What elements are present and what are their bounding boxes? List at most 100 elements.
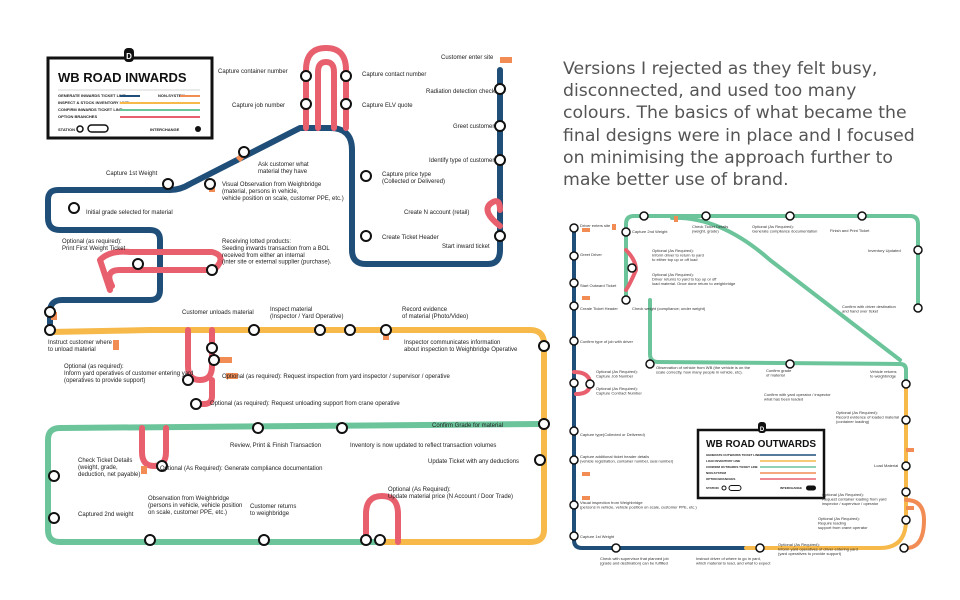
out-label-capture-1st: Capture 1st Weight bbox=[580, 534, 615, 539]
label-capture-job: Capture job number bbox=[232, 103, 285, 109]
label-greet: Greet customer bbox=[453, 124, 494, 130]
inwards-legend-generate: GENERATE INWARDS TICKET LINE bbox=[58, 93, 126, 98]
outwards-legend-card: D WB ROAD OUTWARDS GENERATE OUTWARDS TIC… bbox=[696, 422, 826, 500]
inwards-pink-branch-price bbox=[363, 493, 401, 545]
inwards-stations bbox=[44, 70, 550, 546]
interchange-icon bbox=[195, 126, 201, 132]
label-optional-compliance: Optional (As Required): Generate complia… bbox=[160, 466, 322, 472]
svg-text:D: D bbox=[126, 52, 132, 61]
out-label-capture-additional: Capture additional ticket header details… bbox=[580, 454, 674, 464]
label-capture-elv: Capture ELV quote bbox=[362, 103, 413, 109]
inwards-pink-branch-inspect bbox=[185, 327, 215, 407]
label-check-ticket: Check Ticket Details(weight, grade,deduc… bbox=[78, 458, 140, 478]
inwards-map bbox=[44, 45, 550, 546]
outwards-legend-nonsystem: NON-SYSTEM bbox=[706, 471, 727, 475]
outwards-legend-station: STATION bbox=[706, 486, 719, 490]
label-captured-2nd: Captured 2nd weight bbox=[78, 512, 134, 518]
label-visual-obs: Visual Observation from Weighbridge(mate… bbox=[222, 182, 344, 202]
outwards-legend-interchange: INTERCHANGE bbox=[780, 486, 802, 490]
label-create-n-account: Create N account (retail) bbox=[404, 210, 469, 216]
label-capture-container: Capture container number bbox=[218, 69, 288, 75]
outwards-labels: Driver enters site Greet Driver Start Ou… bbox=[580, 223, 901, 566]
label-optional-unload: Optional (as required): Request unloadin… bbox=[210, 401, 400, 407]
label-optional-inform: Optional (as required):Inform yard opera… bbox=[64, 364, 193, 384]
inwards-legend-confirm: CONFIRM INWARDS TICKET LINE bbox=[58, 107, 123, 112]
inwards-pink-loop-left bbox=[97, 248, 224, 293]
out-label-greet-driver: Greet Driver bbox=[580, 252, 602, 257]
out-label-finish-print: Finish and Print Ticket bbox=[830, 228, 870, 233]
svg-text:D: D bbox=[760, 427, 765, 433]
outwards-legend-option: OPTION BRANCHES bbox=[706, 477, 735, 481]
outwards-orange-loop bbox=[904, 498, 926, 550]
label-start-inward: Start inward ticket bbox=[442, 244, 490, 250]
label-capture-contact: Capture contact number bbox=[362, 72, 426, 78]
station-icon bbox=[76, 125, 84, 133]
label-create-ticket-header: Create Ticket Header bbox=[382, 235, 439, 241]
label-update-ticket: Update Ticket with any deductions bbox=[428, 459, 519, 465]
out-label-optional-inform: Optional (As Required):Inform driver to … bbox=[652, 248, 704, 262]
inwards-labels: Capture container number Capture job num… bbox=[48, 55, 519, 518]
inwards-pink-branch-compliance bbox=[139, 425, 169, 469]
outwards-legend-load: LOAD INVENTORY LINE bbox=[706, 459, 740, 463]
label-initial-grade: Initial grade selected for material bbox=[86, 210, 173, 216]
out-label-optional-record: Optional (As Required):Record evidence o… bbox=[836, 410, 899, 424]
out-label-instruct-driver: Instruct driver of where to go in yard,w… bbox=[696, 556, 771, 566]
inwards-pink-loop-right bbox=[484, 198, 503, 229]
label-customer-enter-site: Customer enter site bbox=[441, 55, 494, 61]
out-label-obs-vehicle: Observation of vehicle from WB (the vehi… bbox=[656, 365, 751, 375]
outwards-green-lower bbox=[648, 298, 908, 386]
out-label-visual-inspection: Visual inspection from Weighbridge(perso… bbox=[580, 500, 697, 510]
label-customer-unloads: Customer unloads material bbox=[182, 310, 254, 316]
outwards-orange-stubs bbox=[582, 216, 914, 510]
station-icon bbox=[721, 485, 727, 491]
interchange-icon bbox=[806, 485, 816, 491]
d-logo-icon bbox=[758, 422, 766, 433]
out-label-check-supervisor: Check with supervisor that planned job(g… bbox=[600, 556, 669, 566]
inwards-legend-station: STATION bbox=[58, 127, 75, 132]
out-label-start-outward: Start Outward Ticket bbox=[580, 283, 617, 288]
label-review-print: Review, Print & Finish Transaction bbox=[230, 443, 321, 449]
outwards-map bbox=[569, 211, 926, 553]
inwards-legend-inspect: INSPECT & STOCK INVENTORY LINE bbox=[58, 100, 129, 105]
inwards-pink-loop-top-inner bbox=[315, 59, 337, 131]
inwards-legend-card: D WB ROAD INWARDS GENERATE INWARDS TICKE… bbox=[46, 48, 214, 140]
label-capture-price: Capture price type(Collected or Delivere… bbox=[382, 172, 445, 185]
inwards-legend-nonsystem: NON-SYSTEM bbox=[158, 93, 185, 98]
label-optional-update-price: Optional (As Required):Update material p… bbox=[388, 487, 513, 500]
inwards-legend-option: OPTION BRANCHES bbox=[58, 114, 97, 119]
out-label-request-loading: Optional (As Required):Request container… bbox=[822, 492, 886, 506]
out-label-inform-ops: Optional (As Required):Inform yard opera… bbox=[778, 542, 858, 556]
out-label-capture-type: Capture type(Collected or Delivered) bbox=[580, 432, 646, 437]
d-logo-icon bbox=[124, 48, 134, 62]
out-label-load-material: Load Material bbox=[874, 463, 898, 468]
inwards-green-line bbox=[45, 421, 543, 545]
out-label-check-ticket: Check Ticket Details(weight, grade) bbox=[692, 224, 728, 234]
outwards-legend-generate: GENERATE OUTWARDS TICKET LINE bbox=[706, 453, 760, 457]
out-label-confirm-job: Confirm type of job with driver bbox=[580, 339, 634, 344]
label-capture-1st: Capture 1st Weight bbox=[106, 171, 158, 177]
outwards-stations bbox=[569, 211, 923, 553]
out-label-check-weight: Check weight (compliance; under weight) bbox=[632, 306, 706, 311]
out-label-optional-job: Optional (As Required):Capture Job Numbe… bbox=[596, 369, 638, 379]
label-receiving-lotted: Receiving lotted products:Seeding inward… bbox=[222, 239, 332, 266]
label-radiation: Radiation detection check bbox=[426, 89, 496, 95]
out-label-driver-returns: Optional (As Required):Driver returns to… bbox=[652, 272, 736, 286]
outwards-green-line bbox=[624, 214, 920, 310]
inwards-legend-interchange: INTERCHANGE bbox=[150, 127, 180, 132]
label-inspect-material: Inspect material(Inspector / Yard Operat… bbox=[270, 307, 343, 320]
label-inventory-updated: Inventory is now updated to reflect tran… bbox=[350, 443, 496, 449]
out-label-capture-2nd: Capture 2nd Weight bbox=[632, 229, 668, 234]
design-notes-caption: Versions I rejected as they felt busy, d… bbox=[563, 59, 915, 191]
station-pill-icon bbox=[87, 124, 109, 133]
out-label-create-header: Create Ticket Header bbox=[580, 306, 618, 311]
